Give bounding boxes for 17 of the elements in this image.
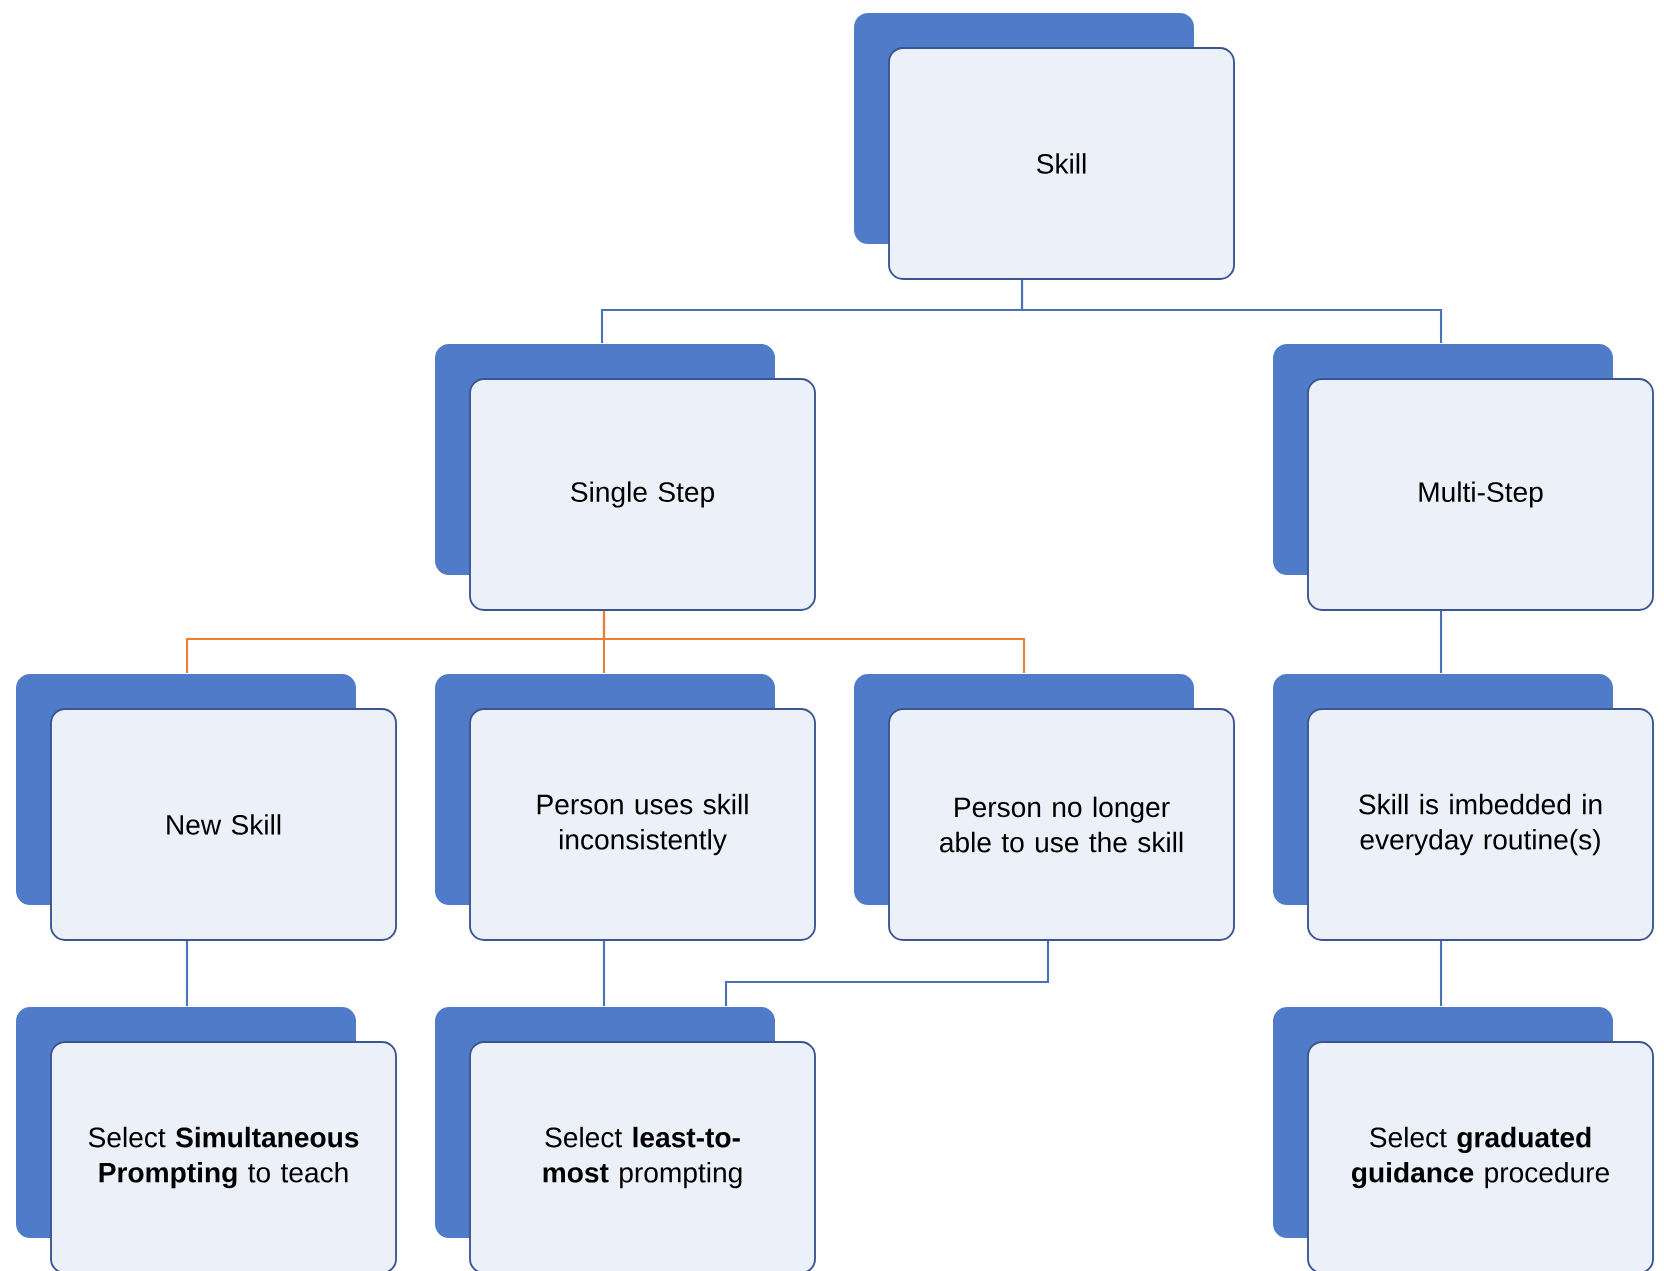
connector bbox=[1439, 940, 1443, 1007]
card: Person no longer able to use the skill bbox=[854, 674, 1235, 941]
card: Skill is imbedded in everyday routine(s) bbox=[1273, 674, 1654, 941]
connector bbox=[602, 940, 606, 1007]
connector bbox=[1439, 610, 1443, 674]
card: Select Simultaneous Prompting to teach bbox=[16, 1007, 397, 1271]
connector bbox=[185, 940, 189, 1007]
connector bbox=[724, 940, 1050, 1007]
card: Select least-to-most prompting bbox=[435, 1007, 816, 1271]
card: New Skill bbox=[16, 674, 397, 941]
card: Skill bbox=[854, 13, 1235, 280]
card: Single Step bbox=[435, 344, 816, 611]
card: Person uses skill inconsistently bbox=[435, 674, 816, 941]
card: Select graduated guidance procedure bbox=[1273, 1007, 1654, 1271]
connector bbox=[1020, 279, 1443, 344]
connector bbox=[602, 610, 1026, 674]
card: Multi-Step bbox=[1273, 344, 1654, 611]
